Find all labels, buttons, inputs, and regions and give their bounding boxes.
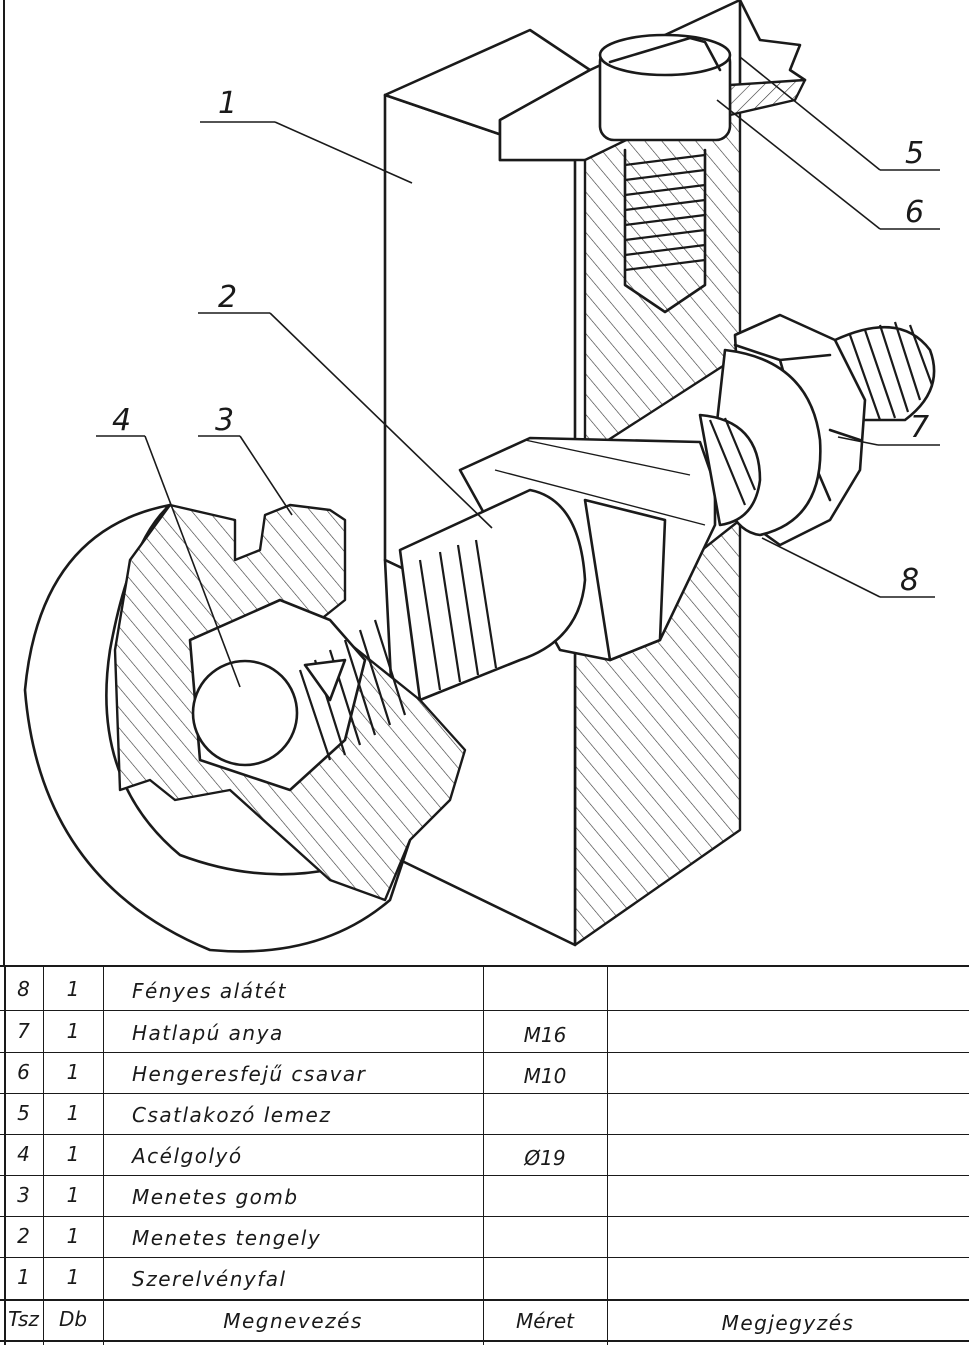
cell-name: Menetes tengely bbox=[132, 1226, 322, 1250]
cell-name: Csatlakozó lemez bbox=[132, 1103, 332, 1127]
cell-name: Fényes alátét bbox=[132, 979, 287, 1003]
part-screw bbox=[598, 33, 732, 314]
leader-lines bbox=[96, 56, 940, 688]
cell-db: 1 bbox=[66, 1019, 80, 1043]
parts-list-table: 8 1 Fényes alátét 7 1 Hatlapú anya M16 6… bbox=[0, 965, 969, 1345]
callout-1: 1 bbox=[218, 86, 237, 121]
cell-db: 1 bbox=[66, 1183, 80, 1207]
header-size: Méret bbox=[516, 1309, 574, 1333]
cell-name: Szerelvényfal bbox=[132, 1267, 287, 1291]
cell-db: 1 bbox=[66, 1265, 80, 1289]
cell-name: Menetes gomb bbox=[132, 1185, 299, 1209]
callout-7: 7 bbox=[910, 410, 929, 445]
cell-db: 1 bbox=[66, 1142, 80, 1166]
cell-name: Hatlapú anya bbox=[132, 1021, 284, 1045]
cell-tsz: 4 bbox=[17, 1142, 30, 1166]
cell-tsz: 5 bbox=[17, 1101, 30, 1125]
cell-tsz: 8 bbox=[17, 977, 30, 1001]
assembly-drawing: 1 2 3 4 5 6 7 8 bbox=[3, 0, 940, 965]
callout-6: 6 bbox=[905, 195, 924, 230]
cell-db: 1 bbox=[66, 1101, 80, 1125]
cell-tsz: 6 bbox=[17, 1060, 30, 1084]
cell-db: 1 bbox=[66, 1060, 80, 1084]
callout-2: 2 bbox=[218, 280, 237, 315]
cell-name: Acélgolyó bbox=[132, 1144, 243, 1168]
cell-name: Hengeresfejű csavar bbox=[132, 1062, 367, 1086]
part-shaft bbox=[398, 413, 762, 702]
part-ball bbox=[191, 619, 407, 767]
callout-4: 4 bbox=[112, 403, 131, 438]
cell-size: M10 bbox=[523, 1064, 567, 1088]
cell-tsz: 7 bbox=[17, 1019, 30, 1043]
callout-5: 5 bbox=[905, 136, 924, 171]
header-tsz: Tsz bbox=[8, 1307, 39, 1331]
header-db: Db bbox=[58, 1307, 88, 1331]
cell-size: M16 bbox=[523, 1023, 567, 1047]
callout-3: 3 bbox=[215, 403, 234, 438]
header-name: Megnevezés bbox=[223, 1309, 363, 1333]
cell-tsz: 2 bbox=[17, 1224, 30, 1248]
cell-size: Ø19 bbox=[524, 1146, 566, 1170]
cell-tsz: 3 bbox=[17, 1183, 30, 1207]
header-note: Megjegyzés bbox=[721, 1311, 855, 1335]
cell-db: 1 bbox=[66, 1224, 80, 1248]
cell-tsz: 1 bbox=[17, 1265, 30, 1289]
cell-db: 1 bbox=[66, 977, 80, 1001]
callout-8: 8 bbox=[900, 563, 919, 598]
